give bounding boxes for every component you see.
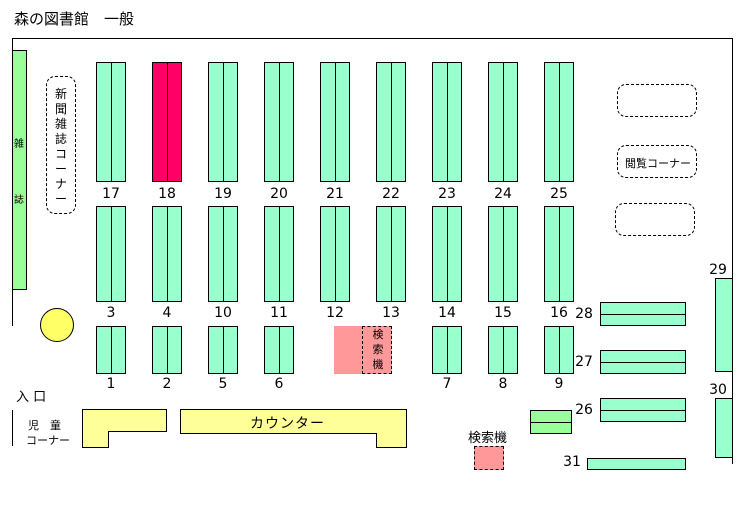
shelf-31[interactable] — [587, 458, 686, 470]
shelf-16[interactable] — [544, 206, 574, 302]
shelf-6[interactable] — [264, 326, 294, 374]
newspaper-corner[interactable]: 新 聞 雑 誌 コ ー ナ ー — [46, 76, 76, 214]
shelf-number-10: 10 — [214, 305, 232, 321]
shelf-number-20: 20 — [270, 186, 288, 202]
shelf-3[interactable] — [96, 206, 126, 302]
search-char-3: 機 — [372, 358, 384, 371]
shelf-number-12: 12 — [326, 305, 344, 321]
shelf-number-26: 26 — [575, 402, 593, 418]
shelf-9[interactable] — [544, 326, 574, 374]
shelf-25[interactable] — [544, 62, 574, 182]
shelf-23[interactable] — [432, 62, 462, 182]
magazine-label-1: 雑 — [14, 139, 24, 150]
shelf-number-24: 24 — [494, 186, 512, 202]
shelf-1[interactable] — [96, 326, 126, 374]
shelf-number-31: 31 — [563, 454, 581, 470]
shelf-number-25: 25 — [550, 186, 568, 202]
shelf-number-11: 11 — [270, 305, 288, 321]
shelf-26[interactable] — [600, 398, 686, 422]
shelf-number-23: 23 — [438, 186, 456, 202]
map-title: 森の図書館 一般 — [14, 10, 135, 28]
shelf-30[interactable] — [715, 398, 733, 458]
shelf-20[interactable] — [264, 62, 294, 182]
shelf-number-8: 8 — [498, 376, 508, 392]
shelf-17[interactable] — [96, 62, 126, 182]
shelf-13[interactable] — [376, 206, 406, 302]
newspaper-char-8: ー — [54, 192, 67, 206]
newspaper-char-7: ナ — [54, 177, 67, 191]
shelf-number-1: 1 — [106, 376, 116, 392]
shelf-number-14: 14 — [438, 305, 456, 321]
search-char-2: 索 — [372, 343, 384, 356]
shelf-18[interactable] — [152, 62, 182, 182]
pillar-circle — [40, 308, 74, 342]
shelf-number-28: 28 — [575, 306, 593, 322]
shelf-number-18: 18 — [158, 186, 176, 202]
search-terminal-label: 検索機 — [468, 431, 508, 446]
magazine-rack[interactable]: 雑 誌 — [12, 50, 27, 290]
shelf-number-7: 7 — [442, 376, 452, 392]
newspaper-char-2: 聞 — [54, 102, 67, 116]
newspaper-char-6: ー — [54, 162, 67, 176]
search-terminal-bottom[interactable] — [474, 446, 504, 470]
shelf-27[interactable] — [600, 350, 686, 374]
shelf-number-29: 29 — [709, 262, 727, 278]
lower-left-wall — [12, 410, 13, 446]
shelf-15[interactable] — [488, 206, 518, 302]
shelf-number-4: 4 — [162, 305, 172, 321]
kids-corner-line1: 児 童 — [28, 419, 61, 432]
small-rack[interactable] — [530, 410, 572, 434]
shelf-28[interactable] — [600, 302, 686, 326]
newspaper-char-5: コ — [54, 147, 67, 161]
search-terminal-center[interactable]: 検 索 機 — [334, 326, 392, 374]
shelf-21[interactable] — [320, 62, 350, 182]
shelf-number-9: 9 — [554, 376, 564, 392]
shelf-number-21: 21 — [326, 186, 344, 202]
reading-corner[interactable]: 閲覧コーナー — [617, 145, 697, 178]
shelf-number-16: 16 — [550, 305, 568, 321]
shelf-number-15: 15 — [494, 305, 512, 321]
magazine-label-2: 誌 — [14, 195, 24, 206]
shelf-19[interactable] — [208, 62, 238, 182]
search-terminal-frame — [362, 326, 392, 374]
reading-corner-label: 閲覧コーナー — [625, 157, 691, 170]
shelf-14[interactable] — [432, 206, 462, 302]
shelf-number-30: 30 — [709, 382, 727, 398]
shelf-number-2: 2 — [162, 376, 172, 392]
shelf-24[interactable] — [488, 62, 518, 182]
newspaper-char-3: 雑 — [54, 117, 67, 131]
shelf-number-22: 22 — [382, 186, 400, 202]
shelf-7[interactable] — [432, 326, 462, 374]
shelf-number-5: 5 — [218, 376, 228, 392]
shelf-number-17: 17 — [102, 186, 120, 202]
search-char-1: 検 — [372, 328, 384, 341]
kids-corner-line2: コーナー — [26, 434, 70, 447]
counter-desk[interactable] — [180, 409, 408, 449]
shelf-5[interactable] — [208, 326, 238, 374]
newspaper-char-4: 誌 — [54, 132, 67, 146]
shelf-29[interactable] — [715, 278, 733, 372]
shelf-2[interactable] — [152, 326, 182, 374]
shelf-number-6: 6 — [274, 376, 284, 392]
shelf-4[interactable] — [152, 206, 182, 302]
shelf-number-13: 13 — [382, 305, 400, 321]
counter-label: カウンター — [250, 416, 325, 432]
reading-table-1[interactable] — [617, 84, 697, 117]
shelf-number-3: 3 — [106, 305, 116, 321]
shelf-12[interactable] — [320, 206, 350, 302]
shelf-22[interactable] — [376, 62, 406, 182]
shelf-8[interactable] — [488, 326, 518, 374]
newspaper-char-1: 新 — [54, 87, 67, 101]
kids-shelf[interactable] — [82, 409, 168, 449]
entrance-label: 入 口 — [16, 390, 47, 405]
reading-table-3[interactable] — [615, 203, 695, 236]
shelf-10[interactable] — [208, 206, 238, 302]
shelf-number-19: 19 — [214, 186, 232, 202]
shelf-number-27: 27 — [575, 354, 593, 370]
right-wall — [732, 38, 733, 464]
shelf-11[interactable] — [264, 206, 294, 302]
top-wall — [12, 38, 732, 39]
